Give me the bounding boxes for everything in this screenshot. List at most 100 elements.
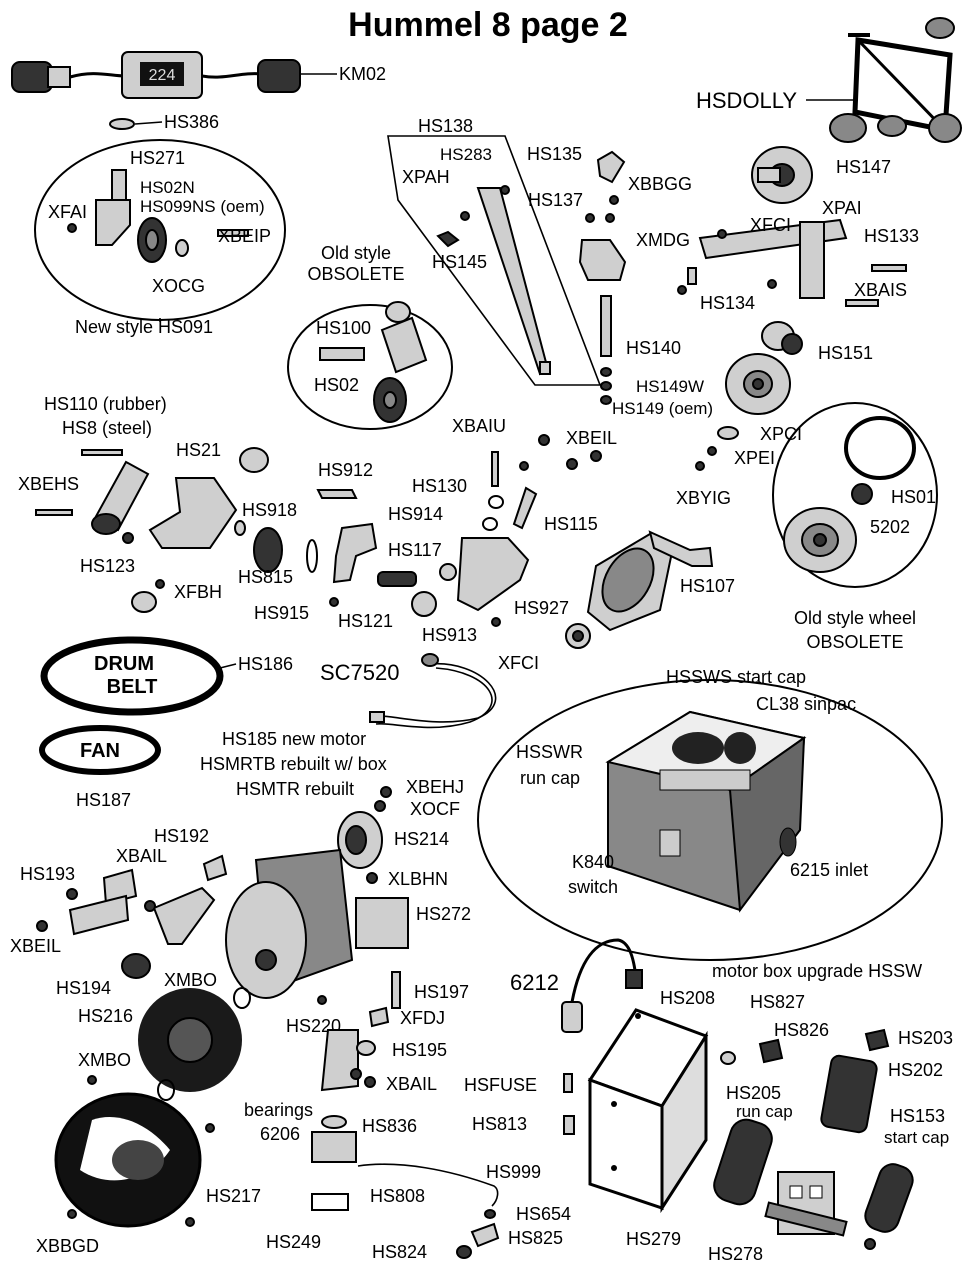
label-xbeil-top: XBEIL	[566, 428, 617, 448]
hs195-bracket-illustration	[320, 971, 401, 1092]
label-xpai: XPAI	[822, 198, 862, 218]
hs185-motor-illustration	[225, 786, 409, 1005]
label-old-style-obsolete: OBSOLETE	[307, 264, 404, 284]
label-xocf: XOCF	[410, 799, 460, 819]
label-hs272: HS272	[416, 904, 471, 924]
hs914-link-illustration	[316, 489, 417, 607]
label-old-style-wheel: Old style wheel	[794, 608, 916, 628]
label-xfci-mid: XFCI	[498, 653, 539, 673]
label-hs151: HS151	[818, 343, 873, 363]
hs153-start-cap-illustration	[864, 1163, 914, 1250]
label-hs271: HS271	[130, 148, 185, 168]
label-6212: 6212	[510, 970, 559, 995]
label-hs187: HS187	[76, 790, 131, 810]
label-xocg: XOCG	[152, 276, 205, 296]
label-hs214: HS214	[394, 829, 449, 849]
label-xfai: XFAI	[48, 202, 87, 222]
page-title: Hummel 8 page 2	[348, 6, 628, 44]
label-bearings-6206: 6206	[260, 1124, 300, 1144]
label-hs914: HS914	[388, 504, 443, 524]
label-hs107: HS107	[680, 576, 735, 596]
hs927-handle-bracket-illustration	[411, 434, 602, 627]
hs202-start-switch-illustration	[820, 1028, 890, 1134]
hs216-fan-illustration	[138, 987, 251, 1101]
label-hsswr-run-cap: run cap	[520, 768, 580, 788]
label-xbail-left: XBAIL	[116, 846, 167, 866]
label-hs813: HS813	[472, 1114, 527, 1134]
label-xbehs: XBEHS	[18, 474, 79, 494]
label-hs140: HS140	[626, 338, 681, 358]
label-hs826: HS826	[774, 1020, 829, 1040]
label-hs195: HS195	[392, 1040, 447, 1060]
label-xfdj: XFDJ	[400, 1008, 445, 1028]
hs825-connector-illustration	[456, 1209, 500, 1259]
label-drum-belt-2: BELT	[107, 676, 158, 698]
label-xmdg: XMDG	[636, 230, 690, 250]
label-drum-belt-1: DRUM	[94, 653, 154, 675]
label-xbeil-left: XBEIL	[10, 936, 61, 956]
label-hsfuse: HSFUSE	[464, 1075, 537, 1095]
label-hs827: HS827	[750, 992, 805, 1012]
label-fan-belt: FAN	[80, 740, 120, 762]
label-hs115: HS115	[544, 514, 598, 534]
label-hs135: HS135	[527, 144, 582, 164]
label-hs110: HS110 (rubber)	[44, 394, 167, 414]
label-hs205-run-cap: run cap	[736, 1102, 793, 1121]
drum-belt-illustration	[40, 636, 224, 716]
hs107-wheel-lever-illustration	[565, 530, 714, 649]
label-hs192: HS192	[154, 826, 209, 846]
label-xfci-top: XFCI	[750, 215, 791, 235]
label-xbaiu: XBAIU	[452, 416, 506, 436]
label-hs186: HS186	[238, 654, 293, 674]
label-hs117: HS117	[388, 540, 442, 560]
label-hs145: HS145	[432, 252, 487, 272]
hs208-cord-illustration	[561, 938, 643, 1033]
hs133-axle-illustration	[677, 146, 907, 307]
label-k840: K840	[572, 852, 614, 872]
hs836-switch-illustration	[311, 1115, 499, 1211]
hs138-handle-illustration	[436, 185, 551, 376]
label-hs815: HS815	[238, 567, 293, 587]
label-old-style-wheel-obsolete: OBSOLETE	[806, 632, 903, 652]
label-hs147: HS147	[836, 157, 891, 177]
label-hs216: HS216	[78, 1006, 133, 1026]
label-sc7520: SC7520	[320, 660, 400, 685]
label-hs8: HS8 (steel)	[62, 418, 152, 438]
hs110-roller-illustration	[35, 449, 150, 535]
label-bearings: bearings	[244, 1100, 313, 1120]
label-xfbh: XFBH	[174, 582, 222, 602]
label-xbail-right: XBAIL	[386, 1074, 437, 1094]
label-hs279: HS279	[626, 1229, 681, 1249]
label-hs099ns: HS099NS (oem)	[140, 197, 265, 216]
label-hs149: HS149 (oem)	[612, 399, 713, 418]
meter-readout: 224	[149, 67, 176, 84]
label-hs134: HS134	[700, 293, 755, 313]
label-old-style: Old style	[321, 243, 391, 263]
label-hs836: HS836	[362, 1116, 417, 1136]
label-hs100: HS100	[316, 318, 371, 338]
label-hs01: HS01	[891, 487, 936, 507]
label-hs824: HS824	[372, 1242, 427, 1262]
label-hs133: HS133	[864, 226, 919, 246]
hs140-rod-illustration	[600, 295, 612, 405]
label-hs149w: HS149W	[636, 377, 704, 396]
hs149-wheel-illustration	[695, 321, 803, 471]
label-hs130: HS130	[412, 476, 467, 496]
label-xpah: XPAH	[402, 167, 450, 187]
label-cl38: CL38 sinpac	[756, 694, 856, 714]
label-hs185: HS185 new motor	[222, 729, 366, 749]
hs918-bracket-illustration	[122, 447, 318, 613]
label-new-style-hs091: New style HS091	[75, 317, 213, 337]
label-hs153: HS153	[890, 1106, 945, 1126]
label-hs205: HS205	[726, 1083, 781, 1103]
label-hs386: HS386	[164, 112, 219, 132]
label-hs137: HS137	[528, 190, 583, 210]
label-xbyig: XBYIG	[676, 488, 731, 508]
label-hssws: HSSWS start cap	[666, 667, 806, 687]
label-hs138: HS138	[418, 116, 473, 136]
label-hs913: HS913	[422, 625, 477, 645]
label-6215-inlet: 6215 inlet	[790, 860, 868, 880]
hs100-old-caster-illustration	[319, 301, 428, 423]
label-xbbgg: XBBGG	[628, 174, 692, 194]
label-hs202: HS202	[888, 1060, 943, 1080]
